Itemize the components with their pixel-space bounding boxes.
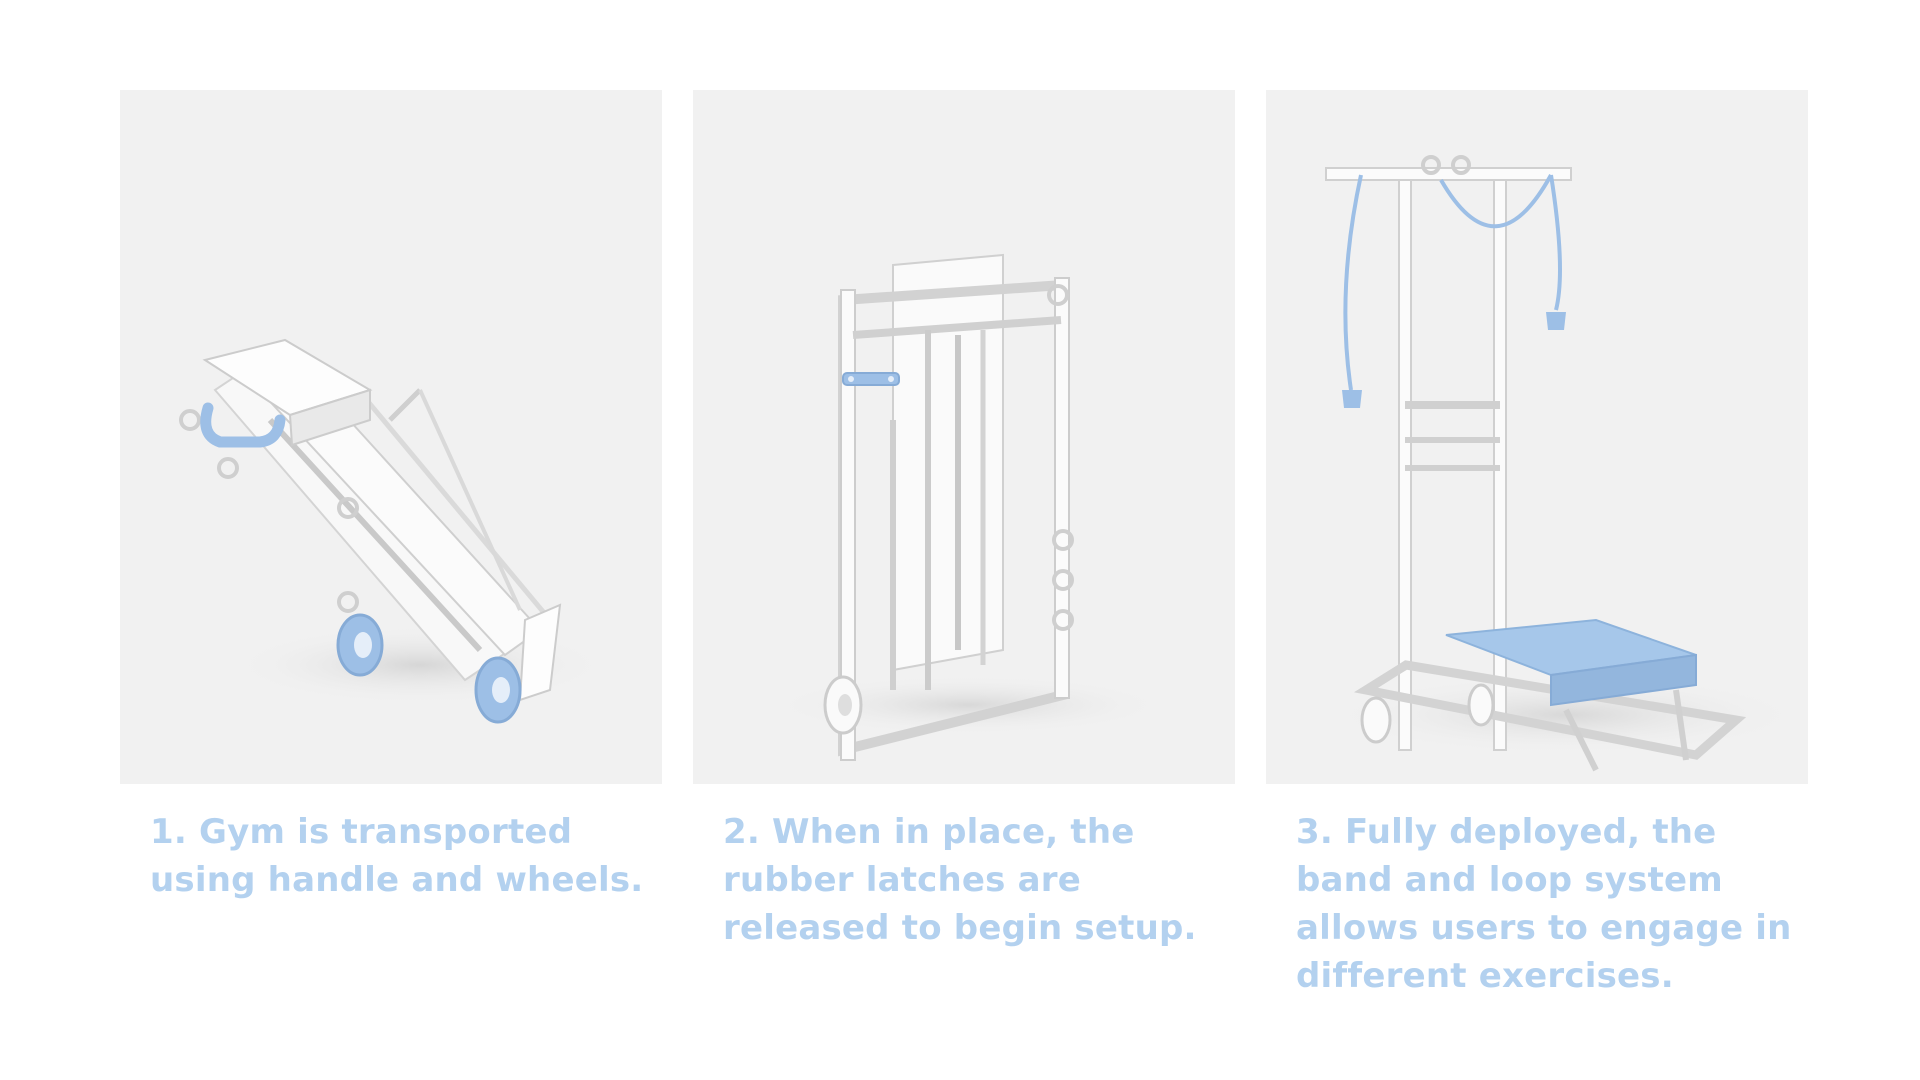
caption-line: different exercises. <box>1296 956 1674 996</box>
caption-line: rubber latches are <box>723 860 1082 900</box>
caption-line: allows users to engage in <box>1296 908 1792 948</box>
step-2-image <box>693 90 1235 784</box>
step-3-caption: 3. Fully deployed, the band and loop sys… <box>1296 808 1796 1000</box>
caption-line: band and loop system <box>1296 860 1723 900</box>
step-3-image <box>1266 90 1808 784</box>
step-1-caption: 1. Gym is transported using handle and w… <box>150 808 650 904</box>
folded-gym-on-wheels-illustration <box>179 338 610 724</box>
caption-line: using handle and wheels. <box>150 860 644 900</box>
deployed-gym-with-bench-illustration <box>1325 155 1806 772</box>
step-2-caption: 2. When in place, the rubber latches are… <box>723 808 1223 952</box>
upright-folded-gym-illustration <box>768 253 1168 761</box>
caption-line: 2. When in place, the <box>723 812 1135 852</box>
step-1-image <box>120 90 662 784</box>
caption-line: 3. Fully deployed, the <box>1296 812 1717 852</box>
caption-line: released to begin setup. <box>723 908 1197 948</box>
caption-line: 1. Gym is transported <box>150 812 573 852</box>
